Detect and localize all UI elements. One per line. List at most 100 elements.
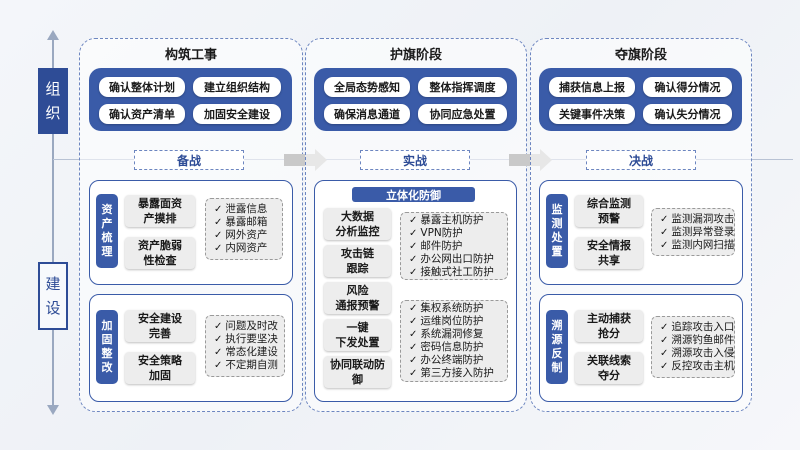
task-button[interactable]: 资产脆弱 性检查 bbox=[125, 237, 195, 269]
org-label-char: 组 bbox=[45, 80, 61, 98]
check-icon: ✓ bbox=[660, 335, 669, 346]
org-button[interactable]: 协同应急处置 bbox=[418, 104, 507, 124]
bullet-text: 暴露主机防护 bbox=[420, 213, 484, 226]
bullet-item: ✓溯源攻击入侵 bbox=[660, 347, 734, 360]
check-icon: ✓ bbox=[409, 214, 418, 226]
bullet-item: ✓问题及时改 bbox=[214, 320, 284, 333]
task-line: 完善 bbox=[149, 327, 171, 340]
task-line: 大数据 bbox=[341, 210, 374, 223]
bullet-text: 追踪攻击入口 bbox=[671, 321, 735, 333]
column-title: 夺旗阶段 bbox=[614, 48, 667, 63]
org-label: 组 织 bbox=[38, 68, 68, 134]
bullet-list: ✓问题及时改 ✓执行要坚决 ✓常态化建设 ✓不定期自测 bbox=[205, 315, 285, 377]
check-icon: ✓ bbox=[409, 303, 418, 314]
check-icon: ✓ bbox=[409, 227, 418, 239]
task-button[interactable]: 安全建设 完善 bbox=[125, 310, 195, 342]
tab-char: 固 bbox=[101, 333, 113, 346]
org-button[interactable]: 确认资产清单 bbox=[99, 104, 185, 124]
task-button[interactable]: 协同联动防 御 bbox=[324, 356, 391, 388]
task-button[interactable]: 关联线索 夺分 bbox=[575, 352, 643, 384]
column-title: 构筑工事 bbox=[164, 48, 217, 63]
check-icon: ✓ bbox=[214, 321, 223, 332]
axis-down-arrow-icon bbox=[47, 405, 59, 415]
task-line: 性检查 bbox=[143, 254, 177, 267]
bullet-text: 监测异常登录 bbox=[671, 225, 735, 238]
task-button[interactable]: 综合监测 预警 bbox=[575, 195, 643, 227]
task-line: 通报预警 bbox=[335, 299, 380, 312]
check-icon: ✓ bbox=[214, 334, 223, 345]
bullet-item: ✓监测漏洞攻击 bbox=[660, 213, 734, 226]
task-line: 御 bbox=[352, 373, 363, 386]
check-icon: ✓ bbox=[409, 253, 418, 265]
bullet-list: ✓集权系统防护 ✓运维岗位防护 ✓系统漏洞修复 ✓密码信息防护 ✓办公终端防护 … bbox=[400, 300, 508, 382]
bullet-item: ✓暴露主机防护 bbox=[409, 214, 507, 227]
bullet-text: 溯源攻击入侵 bbox=[671, 347, 735, 359]
check-icon: ✓ bbox=[409, 342, 418, 353]
bullet-text: 接触式社工防护 bbox=[420, 265, 494, 278]
bullet-item: ✓泄露信息 bbox=[214, 203, 282, 216]
bullet-text: 反控攻击主机 bbox=[671, 360, 735, 372]
build-label: 建 设 bbox=[38, 262, 68, 330]
org-button[interactable]: 建立组织结构 bbox=[193, 77, 281, 97]
column-title: 护旗阶段 bbox=[389, 48, 442, 63]
bullet-item: ✓办公终端防护 bbox=[409, 354, 507, 367]
org-button[interactable]: 加固安全建设 bbox=[193, 104, 281, 124]
task-button[interactable]: 安全情报 共享 bbox=[575, 237, 643, 269]
axis-up-arrow-icon bbox=[47, 30, 59, 40]
task-line: 夺分 bbox=[598, 369, 620, 382]
bullet-list: ✓暴露主机防护 ✓VPN防护 ✓邮件防护 ✓办公网出口防护 ✓接触式社工防护 bbox=[400, 212, 508, 280]
bullet-text: 泄露信息 bbox=[225, 203, 268, 215]
org-button[interactable]: 确保消息通道 bbox=[324, 104, 410, 124]
org-button[interactable]: 捕获信息上报 bbox=[549, 77, 635, 97]
bullet-item: ✓追踪攻击入口 bbox=[660, 321, 734, 334]
check-icon: ✓ bbox=[214, 243, 223, 254]
bullet-text: 内网资产 bbox=[225, 242, 268, 254]
bullet-item: ✓邮件防护 bbox=[409, 240, 507, 253]
task-button[interactable]: 一键 下发处置 bbox=[324, 319, 391, 351]
task-line: 抢分 bbox=[598, 327, 620, 340]
task-line: 分析监控 bbox=[335, 225, 380, 238]
bullet-item: ✓溯源钓鱼邮件 bbox=[660, 334, 734, 347]
task-button[interactable]: 大数据 分析监控 bbox=[324, 208, 391, 240]
task-button[interactable]: 暴露面资 产摸排 bbox=[125, 195, 195, 227]
task-line: 加固 bbox=[149, 369, 171, 382]
task-button[interactable]: 攻击链 跟踪 bbox=[324, 245, 391, 277]
org-button[interactable]: 确认失分情况 bbox=[643, 104, 732, 124]
org-button[interactable]: 确认得分情况 bbox=[643, 77, 732, 97]
check-icon: ✓ bbox=[660, 226, 669, 238]
bullet-item: ✓监测内网扫描 bbox=[660, 239, 734, 252]
bullet-text: 不定期自测 bbox=[225, 359, 278, 371]
build-label-char: 设 bbox=[45, 299, 61, 317]
bullet-item: ✓监测异常登录 bbox=[660, 226, 734, 239]
org-button[interactable]: 全局态势感知 bbox=[324, 77, 410, 97]
task-button[interactable]: 主动捕获 抢分 bbox=[575, 310, 643, 342]
org-button[interactable]: 确认整体计划 bbox=[99, 77, 185, 97]
task-line: 风险 bbox=[346, 284, 369, 297]
bullet-item: ✓运维岗位防护 bbox=[409, 315, 507, 328]
bullet-item: ✓办公网出口防护 bbox=[409, 253, 507, 266]
task-line: 安全情报 bbox=[587, 239, 631, 252]
defense-banner: 立体化防御 bbox=[352, 187, 475, 202]
org-button[interactable]: 关键事件决策 bbox=[549, 104, 635, 124]
bullet-text: 系统漏洞修复 bbox=[420, 328, 484, 340]
task-line: 一键 bbox=[346, 321, 369, 334]
check-icon: ✓ bbox=[409, 316, 418, 327]
task-button[interactable]: 风险 通报预警 bbox=[324, 282, 391, 314]
org-label-char: 织 bbox=[45, 104, 61, 122]
task-line: 资产脆弱 bbox=[138, 239, 182, 252]
bullet-item: ✓第三方接入防护 bbox=[409, 367, 507, 380]
card-tab: 溯 源 反 制 bbox=[546, 310, 568, 384]
bullet-list: ✓监测漏洞攻击 ✓监测异常登录 ✓监测内网扫描 bbox=[651, 208, 735, 256]
bullet-text: 运维岗位防护 bbox=[420, 315, 484, 327]
tab-char: 整 bbox=[101, 347, 113, 360]
bullet-list: ✓追踪攻击入口 ✓溯源钓鱼邮件 ✓溯源攻击入侵 ✓ 反控攻击主机 bbox=[651, 316, 735, 378]
tab-char: 资 bbox=[101, 203, 113, 216]
check-icon: ✓ bbox=[660, 213, 669, 225]
bullet-item: ✓常态化建设 bbox=[214, 346, 284, 359]
org-button[interactable]: 整体指挥调度 bbox=[418, 77, 507, 97]
check-icon: ✓ bbox=[214, 217, 223, 228]
check-icon: ✓ bbox=[214, 204, 223, 215]
task-button[interactable]: 安全策略 加固 bbox=[125, 352, 195, 384]
task-line: 共享 bbox=[598, 254, 620, 267]
bullet-text: 办公网出口防护 bbox=[420, 252, 494, 265]
